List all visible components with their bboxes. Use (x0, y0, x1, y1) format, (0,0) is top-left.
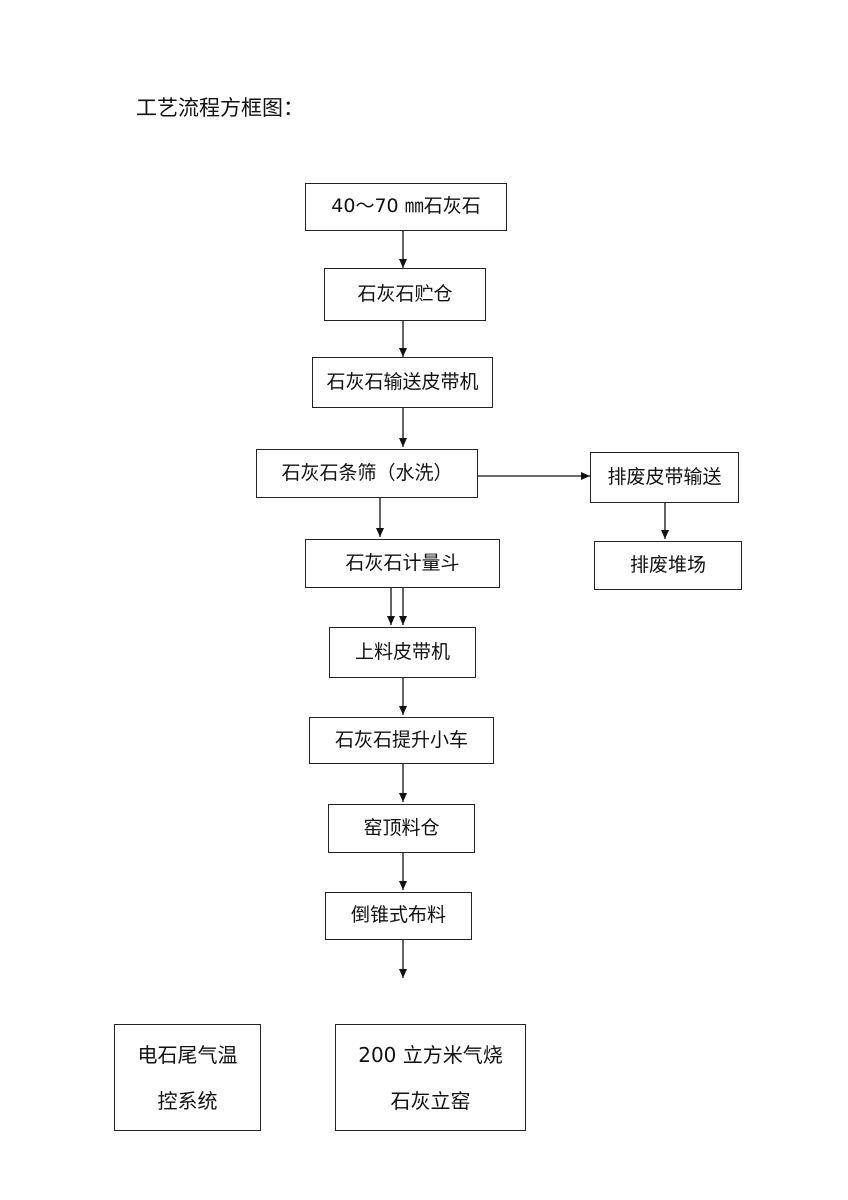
hoist-car-box: 石灰石提升小车 (309, 717, 494, 764)
tail-gas-control-line1: 电石尾气温 (137, 1042, 238, 1067)
kiln-top-bin-box: 窑顶料仓 (328, 804, 475, 853)
lime-kiln-box: 200 立方米气烧 石灰立窑 (335, 1024, 526, 1131)
lime-kiln-line2: 石灰立窑 (390, 1088, 471, 1113)
tail-gas-control-box: 电石尾气温 控系统 (114, 1024, 261, 1131)
page-title: 工艺流程方框图： (136, 96, 304, 120)
weigh-hopper-box: 石灰石计量斗 (305, 539, 500, 588)
lime-kiln-line1: 200 立方米气烧 (358, 1042, 503, 1067)
waste-yard-box: 排废堆场 (594, 541, 742, 590)
distributor-box: 倒锥式布料 (325, 892, 472, 940)
storage-bin-box: 石灰石贮仓 (324, 268, 486, 321)
feed-belt-box: 上料皮带机 (329, 627, 476, 678)
waste-belt-box: 排废皮带输送 (590, 452, 739, 503)
conveyor-box: 石灰石输送皮带机 (312, 357, 493, 408)
screen-box: 石灰石条筛（水洗） (256, 449, 478, 498)
raw-material-box: 40～70 ㎜石灰石 (305, 183, 507, 231)
tail-gas-control-line2: 控系统 (157, 1088, 218, 1113)
